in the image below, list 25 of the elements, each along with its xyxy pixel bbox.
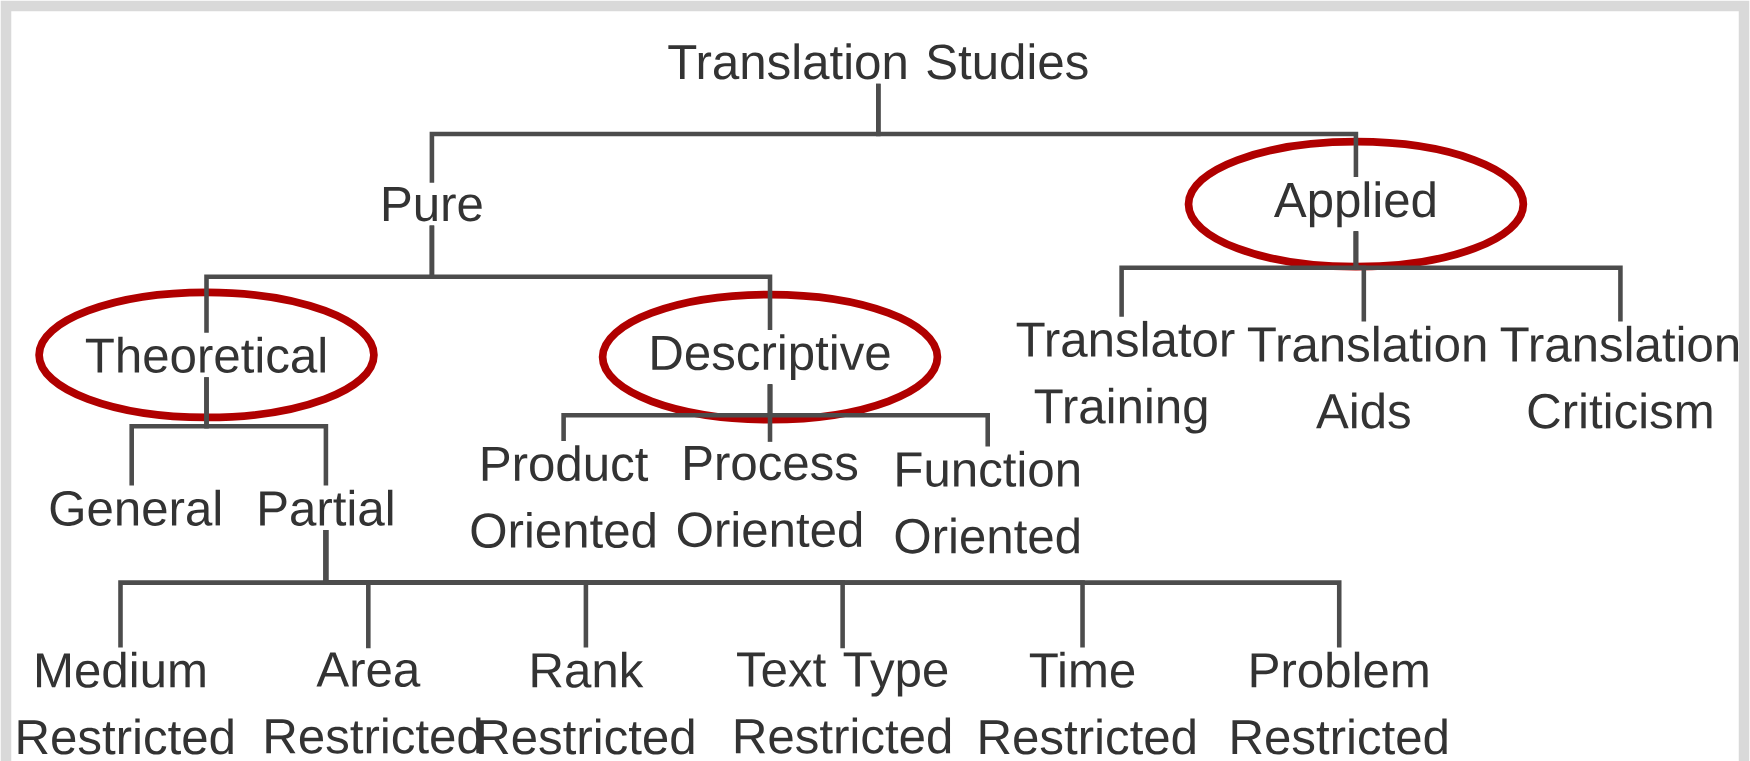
node-label: Theoretical xyxy=(85,336,325,373)
node-label: General xyxy=(50,489,220,526)
node-label: Medium Restricted xyxy=(18,651,233,755)
node-label: Partial xyxy=(260,489,393,526)
node-label: Function Oriented xyxy=(895,450,1079,554)
node-label: Applied xyxy=(1273,181,1435,228)
node-label: Translation Criticism xyxy=(1500,325,1738,429)
node-label: Problem Restricted xyxy=(1232,651,1447,755)
node-label: Translation Aids xyxy=(1247,325,1486,429)
node-label: Process Oriented xyxy=(677,446,862,548)
connector-line xyxy=(876,83,1359,178)
connector-line xyxy=(204,377,329,486)
node-label: Text Type Restricted xyxy=(735,652,951,754)
node-label: Area Restricted xyxy=(266,652,481,754)
node-label: Translator Training xyxy=(1016,320,1235,434)
node-label: Pure xyxy=(383,187,482,222)
connector-line xyxy=(767,384,990,447)
connector-line xyxy=(323,530,1342,648)
node-label: Rank Restricted xyxy=(479,651,694,755)
node-label: Time Restricted xyxy=(980,651,1195,755)
node-label: Descriptive xyxy=(652,334,890,381)
connector-line xyxy=(1353,231,1623,322)
node-label: Product Oriented xyxy=(471,445,655,549)
connector-line xyxy=(429,225,773,330)
node-label: Translation Studies xyxy=(668,43,1088,80)
